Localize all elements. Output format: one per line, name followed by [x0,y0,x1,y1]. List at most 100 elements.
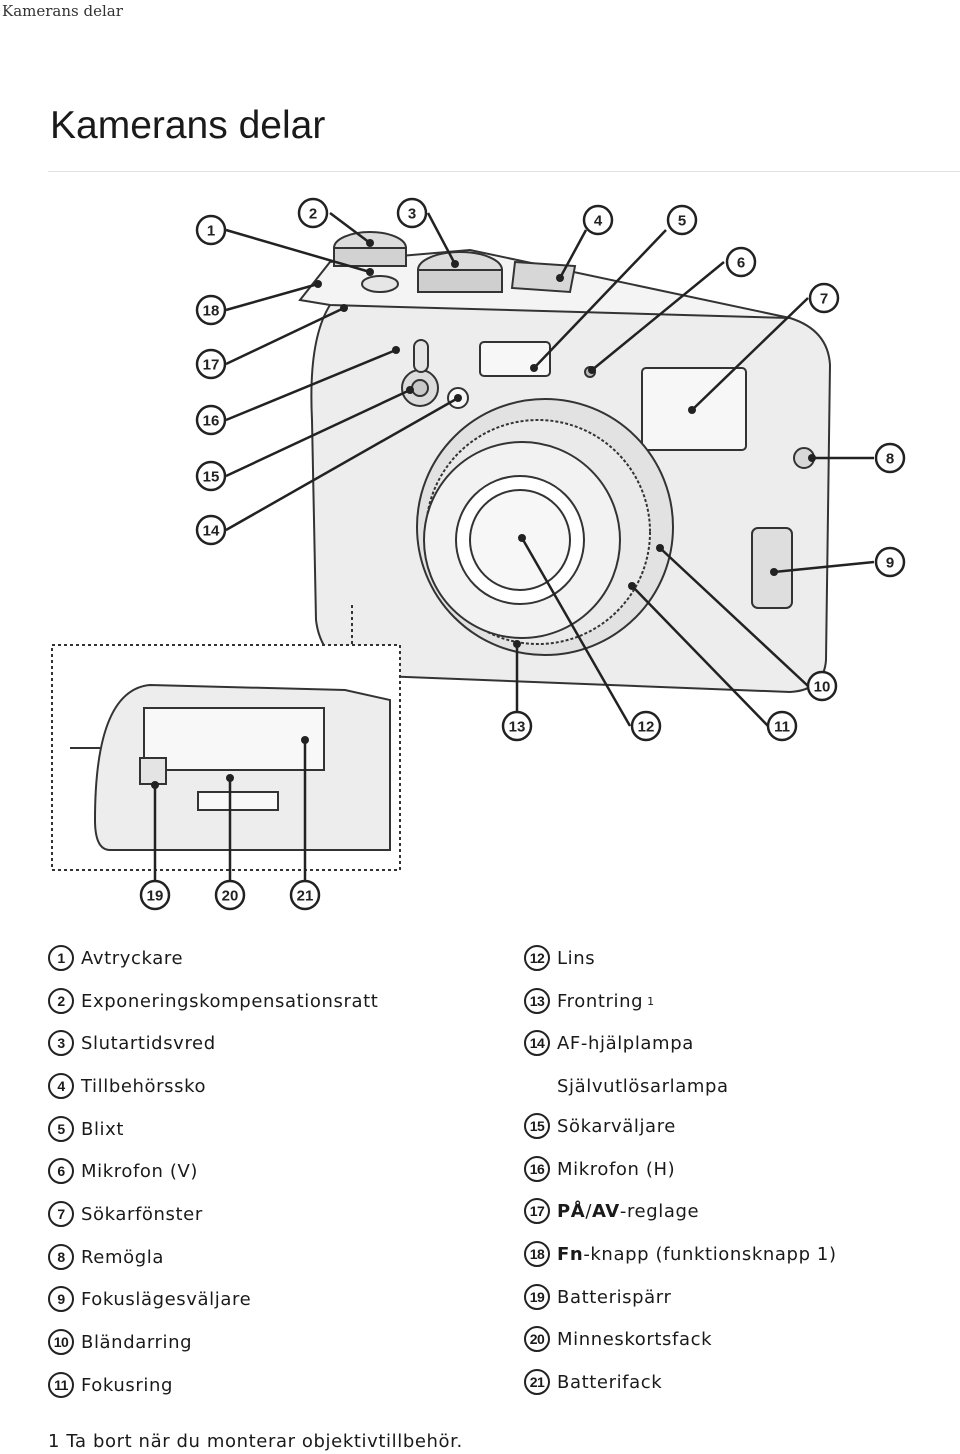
part-label: -reglage [619,1200,700,1222]
shutter-button [361,275,399,293]
number-badge: 8 [48,1244,74,1270]
part-label: Tillbehörssko [81,1075,207,1097]
footnote-marker: 1 [647,994,655,1008]
number-badge: 2 [48,988,74,1014]
legend-item: 11 Fokusring [48,1370,173,1400]
number-badge: 12 [524,945,550,971]
callout-label: 9 [886,555,894,572]
callout-label: 19 [147,888,164,905]
flash-window [479,341,551,377]
part-label: Lins [557,947,596,969]
callout-12 [630,710,662,742]
number-badge: 3 [48,1030,74,1056]
callout-label: 1 [207,223,215,240]
callout-label: 5 [678,213,686,230]
callout-label: 17 [203,357,220,374]
part-label: Sökarfönster [81,1203,203,1225]
title-divider [48,171,960,172]
on-label: PÅ [557,1200,586,1222]
callout-18 [195,294,227,326]
callout-10 [806,670,838,702]
part-label: Batterispärr [557,1286,672,1308]
callout-16 [195,404,227,436]
part-label: Fokuslägesväljare [81,1288,252,1310]
number-badge: 21 [524,1369,550,1395]
number-badge: 6 [48,1158,74,1184]
number-badge: 16 [524,1156,550,1182]
callout-label: 18 [203,303,220,320]
part-label: AF-hjälplampa [557,1032,694,1054]
part-label: Mikrofon (H) [557,1158,676,1180]
callout-17 [195,348,227,380]
part-label: Frontring [557,990,644,1012]
part-label: -knapp (funktionsknapp 1) [583,1243,837,1265]
callout-15 [195,460,227,492]
number-badge: 19 [524,1284,550,1310]
part-label: Batterifack [557,1371,663,1393]
part-label: Mikrofon (V) [81,1160,199,1182]
number-badge: 18 [524,1241,550,1267]
callout-label: 16 [203,413,220,430]
off-label: AV [592,1200,620,1222]
hot-shoe [510,260,577,294]
part-label: Exponeringskompensationsratt [81,990,379,1012]
fn-label: Fn [557,1243,584,1265]
page-title: Kamerans delar [50,104,326,147]
callout-8 [874,442,906,474]
callout-label: 6 [737,255,745,272]
card-slot [197,791,279,811]
callout-label: 12 [638,719,655,736]
number-badge: 15 [524,1113,550,1139]
callout-label: 21 [297,888,314,905]
legend-item: 19 Batterispärr [524,1282,672,1312]
part-label: Remögla [81,1246,164,1268]
part-label: Bländarring [81,1331,193,1353]
legend-item: Självutlösarlampa [524,1071,729,1101]
number-badge: 11 [48,1372,74,1398]
number-badge: 10 [48,1329,74,1355]
callout-5 [666,204,698,236]
callout-label: 8 [886,451,894,468]
callout-label: 14 [203,523,220,540]
callout-7 [808,282,840,314]
part-label: Slutartidsvred [81,1032,216,1054]
callout-label: 15 [203,469,220,486]
number-badge: 20 [524,1326,550,1352]
callout-label: 2 [309,206,317,223]
callout-label: 20 [222,888,239,905]
callout-2 [297,197,329,229]
callout-9 [874,546,906,578]
camera-parts-diagram: 1 2 3 4 5 6 7 8 9 10 11 12 13 14 15 16 1… [51,197,906,911]
number-badge: 17 [524,1198,550,1224]
callout-13 [501,710,533,742]
callout-label: 7 [820,291,828,308]
battery [143,707,325,771]
legend-item: 10 Bländarring [48,1327,192,1357]
footnote: 1 Ta bort när du monterar objektivtillbe… [48,1431,463,1452]
part-label: Fokusring [81,1374,174,1396]
callout-14 [195,514,227,546]
part-label: Självutlösarlampa [557,1075,729,1097]
legend-item: 21 Batterifack [524,1367,662,1397]
number-badge: 5 [48,1116,74,1142]
legend-item: 18 Fn-knapp (funktionsknapp 1) [524,1239,837,1269]
part-label: Sökarväljare [557,1115,676,1137]
legend-item: 6 Mikrofon (V) [48,1156,198,1186]
callout-label: 3 [408,206,416,223]
callout-label: 11 [774,719,790,736]
callout-19 [139,879,171,911]
part-label: Blixt [81,1118,125,1140]
number-badge: 4 [48,1073,74,1099]
number-badge: 13 [524,988,550,1014]
callout-1 [195,214,227,246]
callout-20 [214,879,246,911]
callout-label: 4 [594,213,603,230]
legend-item: 5 Blixt [48,1114,124,1144]
